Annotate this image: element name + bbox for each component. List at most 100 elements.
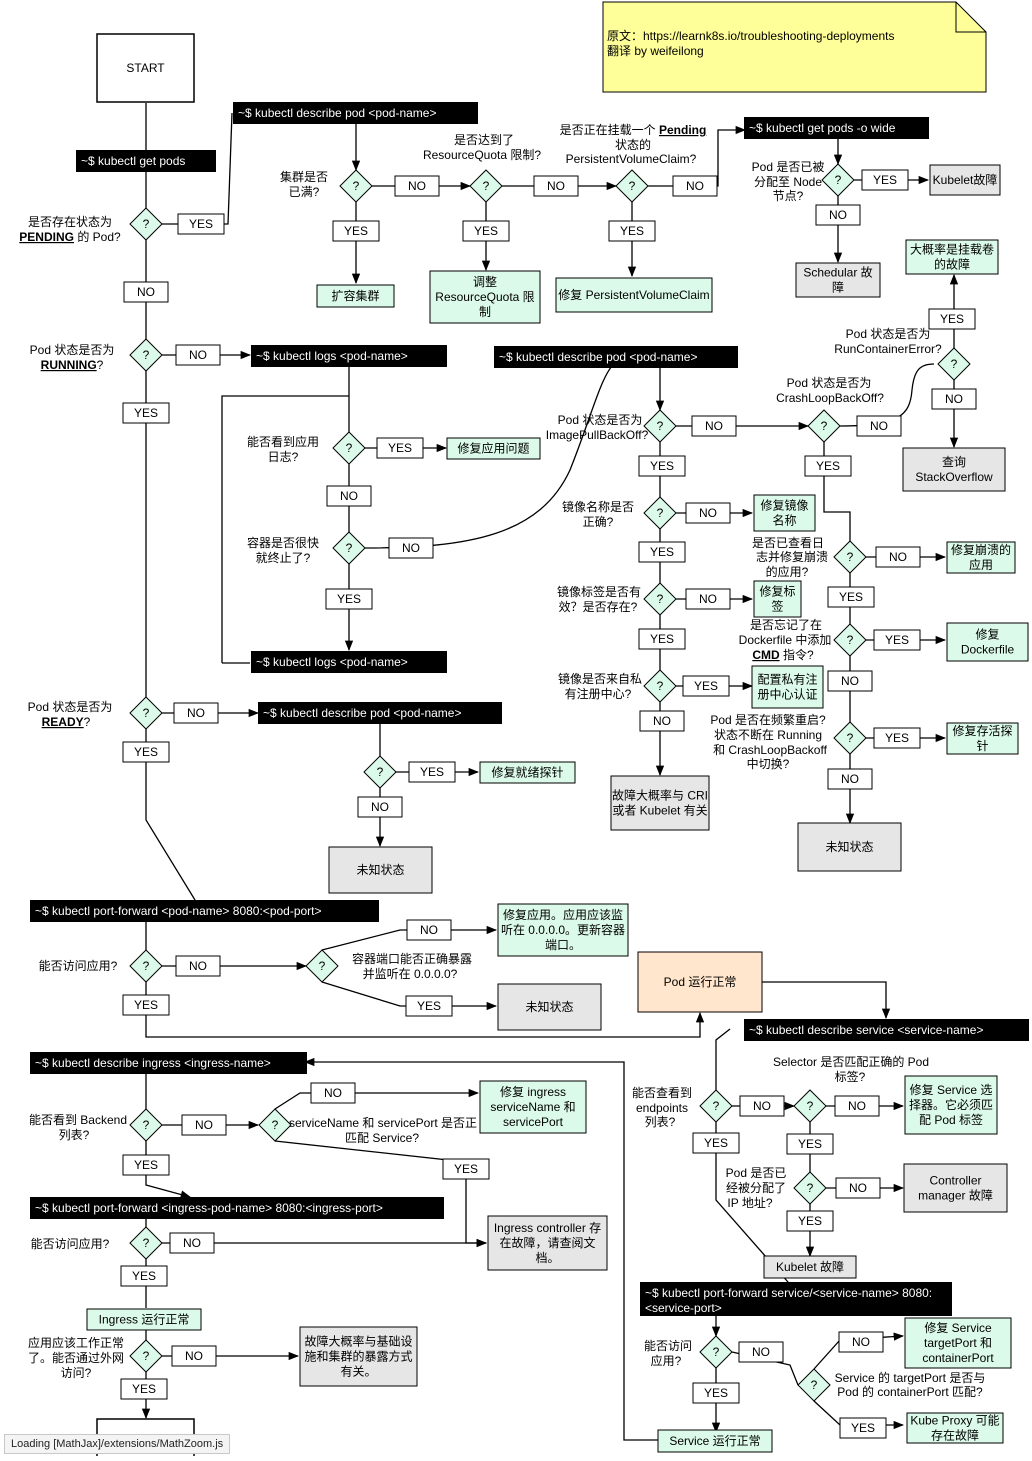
decision-shape bbox=[129, 338, 163, 372]
no-label-label: NO bbox=[752, 1345, 770, 1359]
no-label: NO bbox=[738, 1341, 784, 1363]
cmd-get-pods-text: ~$ kubectl get pods bbox=[81, 154, 185, 168]
text-q-ip-3: IP 地址? bbox=[727, 1196, 772, 1210]
yes-label-label: YES bbox=[851, 1421, 875, 1435]
yes-label: YES bbox=[376, 437, 424, 459]
no-label: NO bbox=[639, 710, 685, 732]
no-label-shape bbox=[835, 1177, 881, 1199]
text-q-assigned-3: 节点? bbox=[773, 189, 804, 203]
text-q-cmd-1: 是否忘记了在 bbox=[750, 617, 822, 632]
decision-shape bbox=[833, 721, 867, 755]
action-stackoverflow-shape bbox=[902, 447, 1006, 492]
decision-shape bbox=[699, 1089, 733, 1123]
no-label-label: NO bbox=[841, 674, 859, 688]
action-fix-pvc-label: 修复 PersistentVolumeClaim bbox=[558, 287, 709, 302]
no-label: NO bbox=[533, 175, 579, 197]
yes-label-shape bbox=[638, 455, 686, 477]
action-expand-cluster: 扩容集群 bbox=[316, 284, 395, 308]
no-label-shape bbox=[739, 1095, 785, 1117]
action-mount-volume-label: 的故障 bbox=[934, 257, 970, 272]
action-fix-listen-label: 修复应用。应用应该监 bbox=[503, 907, 623, 922]
yes-label-shape bbox=[692, 1132, 740, 1154]
cmd-describe-service-text: ~$ kubectl describe service <service-nam… bbox=[749, 1023, 983, 1037]
action-fix-dockerfile-shape bbox=[946, 622, 1029, 662]
no-label-shape bbox=[639, 710, 685, 732]
yes-label-shape bbox=[638, 541, 686, 563]
no-label-shape bbox=[388, 537, 434, 559]
yes-label: YES bbox=[325, 588, 373, 610]
source-note-shape bbox=[602, 1, 987, 93]
action-fix-pvc-shape bbox=[555, 277, 713, 313]
text-line: 是否正在挂载一个 Pending bbox=[560, 123, 707, 137]
action-unknown-state-1-label: 未知状态 bbox=[825, 840, 873, 854]
text-q-assigned-2: 分配至 Node bbox=[754, 175, 822, 189]
yes-label: YES bbox=[122, 994, 170, 1016]
connector bbox=[274, 1140, 488, 1248]
decision-mark: ? bbox=[346, 441, 353, 455]
text-q-fixlogs-1: 是否已查看日 bbox=[752, 536, 824, 550]
source-note-fold bbox=[955, 2, 986, 33]
text-q-quit-1: 容器是否很快 bbox=[247, 535, 319, 550]
action-fix-readiness-label: 修复就绪探针 bbox=[491, 765, 563, 780]
decision-mark: ? bbox=[811, 1378, 818, 1392]
connector bbox=[364, 365, 613, 549]
yes-label: YES bbox=[804, 455, 852, 477]
yes-label-shape bbox=[928, 308, 976, 330]
no-label-shape bbox=[691, 415, 737, 437]
cmd-describe-pod-ready-text: ~$ kubectl describe pod <pod-name> bbox=[263, 706, 461, 720]
action-scheduler-fault-shape bbox=[795, 262, 881, 298]
pod-running-ok: Pod 运行正常 bbox=[637, 951, 763, 1013]
decision-imagepull: ? bbox=[643, 409, 677, 443]
yes-label: YES bbox=[122, 402, 170, 424]
decision-quit-quickly: ? bbox=[332, 531, 366, 565]
yes-label-shape bbox=[405, 995, 453, 1017]
service-running-ok: Service 运行正常 bbox=[657, 1429, 773, 1453]
decision-shape bbox=[833, 623, 867, 657]
no-label-shape bbox=[834, 1095, 880, 1117]
text-q-external-1: 应用应该工作正常 bbox=[28, 1335, 124, 1350]
yes-label-label: YES bbox=[650, 632, 674, 646]
text-q-endpoints-2: endpoints bbox=[636, 1101, 688, 1115]
text-q-ip-1: Pod 是否已 bbox=[726, 1166, 787, 1180]
action-kubelet-fault-label: Kubelet故障 bbox=[933, 172, 998, 187]
decision-shape bbox=[833, 540, 867, 574]
yes-label-label: YES bbox=[798, 1214, 822, 1228]
decision-shape bbox=[129, 1226, 163, 1260]
yes-label: YES bbox=[120, 1265, 168, 1287]
action-adjust-quota-shape bbox=[429, 270, 541, 324]
decision-mark: ? bbox=[807, 1181, 814, 1195]
action-unknown-state-2: 未知状态 bbox=[328, 846, 433, 894]
action-fix-app: 修复应用问题 bbox=[446, 437, 541, 460]
decision-mark: ? bbox=[821, 419, 828, 433]
text-q-restart-4: 中切换? bbox=[747, 756, 790, 771]
yes-label-label: YES bbox=[940, 312, 964, 326]
decision-shape bbox=[643, 496, 677, 530]
decision-shape bbox=[615, 169, 649, 203]
decision-mark: ? bbox=[377, 765, 384, 779]
yes-label-shape bbox=[122, 741, 170, 763]
text-q-image-tag-2: 效？是否存在? bbox=[559, 599, 638, 614]
no-label-label: NO bbox=[189, 348, 207, 362]
cmd-describe-ingress: ~$ kubectl describe ingress <ingress-nam… bbox=[30, 1052, 307, 1074]
decision-mark: ? bbox=[353, 179, 360, 193]
cmd-describe-pod-top-text: ~$ kubectl describe pod <pod-name> bbox=[238, 106, 436, 120]
decision-mark: ? bbox=[143, 959, 150, 973]
action-kubelet-fault-2-label: Kubelet 故障 bbox=[776, 1259, 844, 1274]
status-bar: Loading [MathJax]/extensions/MathZoom.js bbox=[4, 1434, 231, 1454]
no-label: NO bbox=[169, 1232, 215, 1254]
no-label-label: NO bbox=[187, 706, 205, 720]
no-label-label: NO bbox=[870, 419, 888, 433]
text-q-imagepull-2: ImagePullBackOff? bbox=[546, 428, 649, 442]
no-label: NO bbox=[388, 537, 434, 559]
yes-label-label: YES bbox=[873, 173, 897, 187]
action-fix-listen-shape bbox=[497, 903, 629, 957]
yes-label: YES bbox=[682, 675, 730, 697]
yes-label-label: YES bbox=[132, 1269, 156, 1283]
action-fix-target-port-label: targetPort 和 bbox=[924, 1336, 992, 1350]
no-label-shape bbox=[685, 588, 731, 610]
yes-label: YES bbox=[692, 1132, 740, 1154]
decision-fixed-logs: ? bbox=[833, 540, 867, 574]
text-span-q-ready-3: ? bbox=[84, 715, 91, 729]
text-line: RUNNING? bbox=[41, 358, 104, 372]
